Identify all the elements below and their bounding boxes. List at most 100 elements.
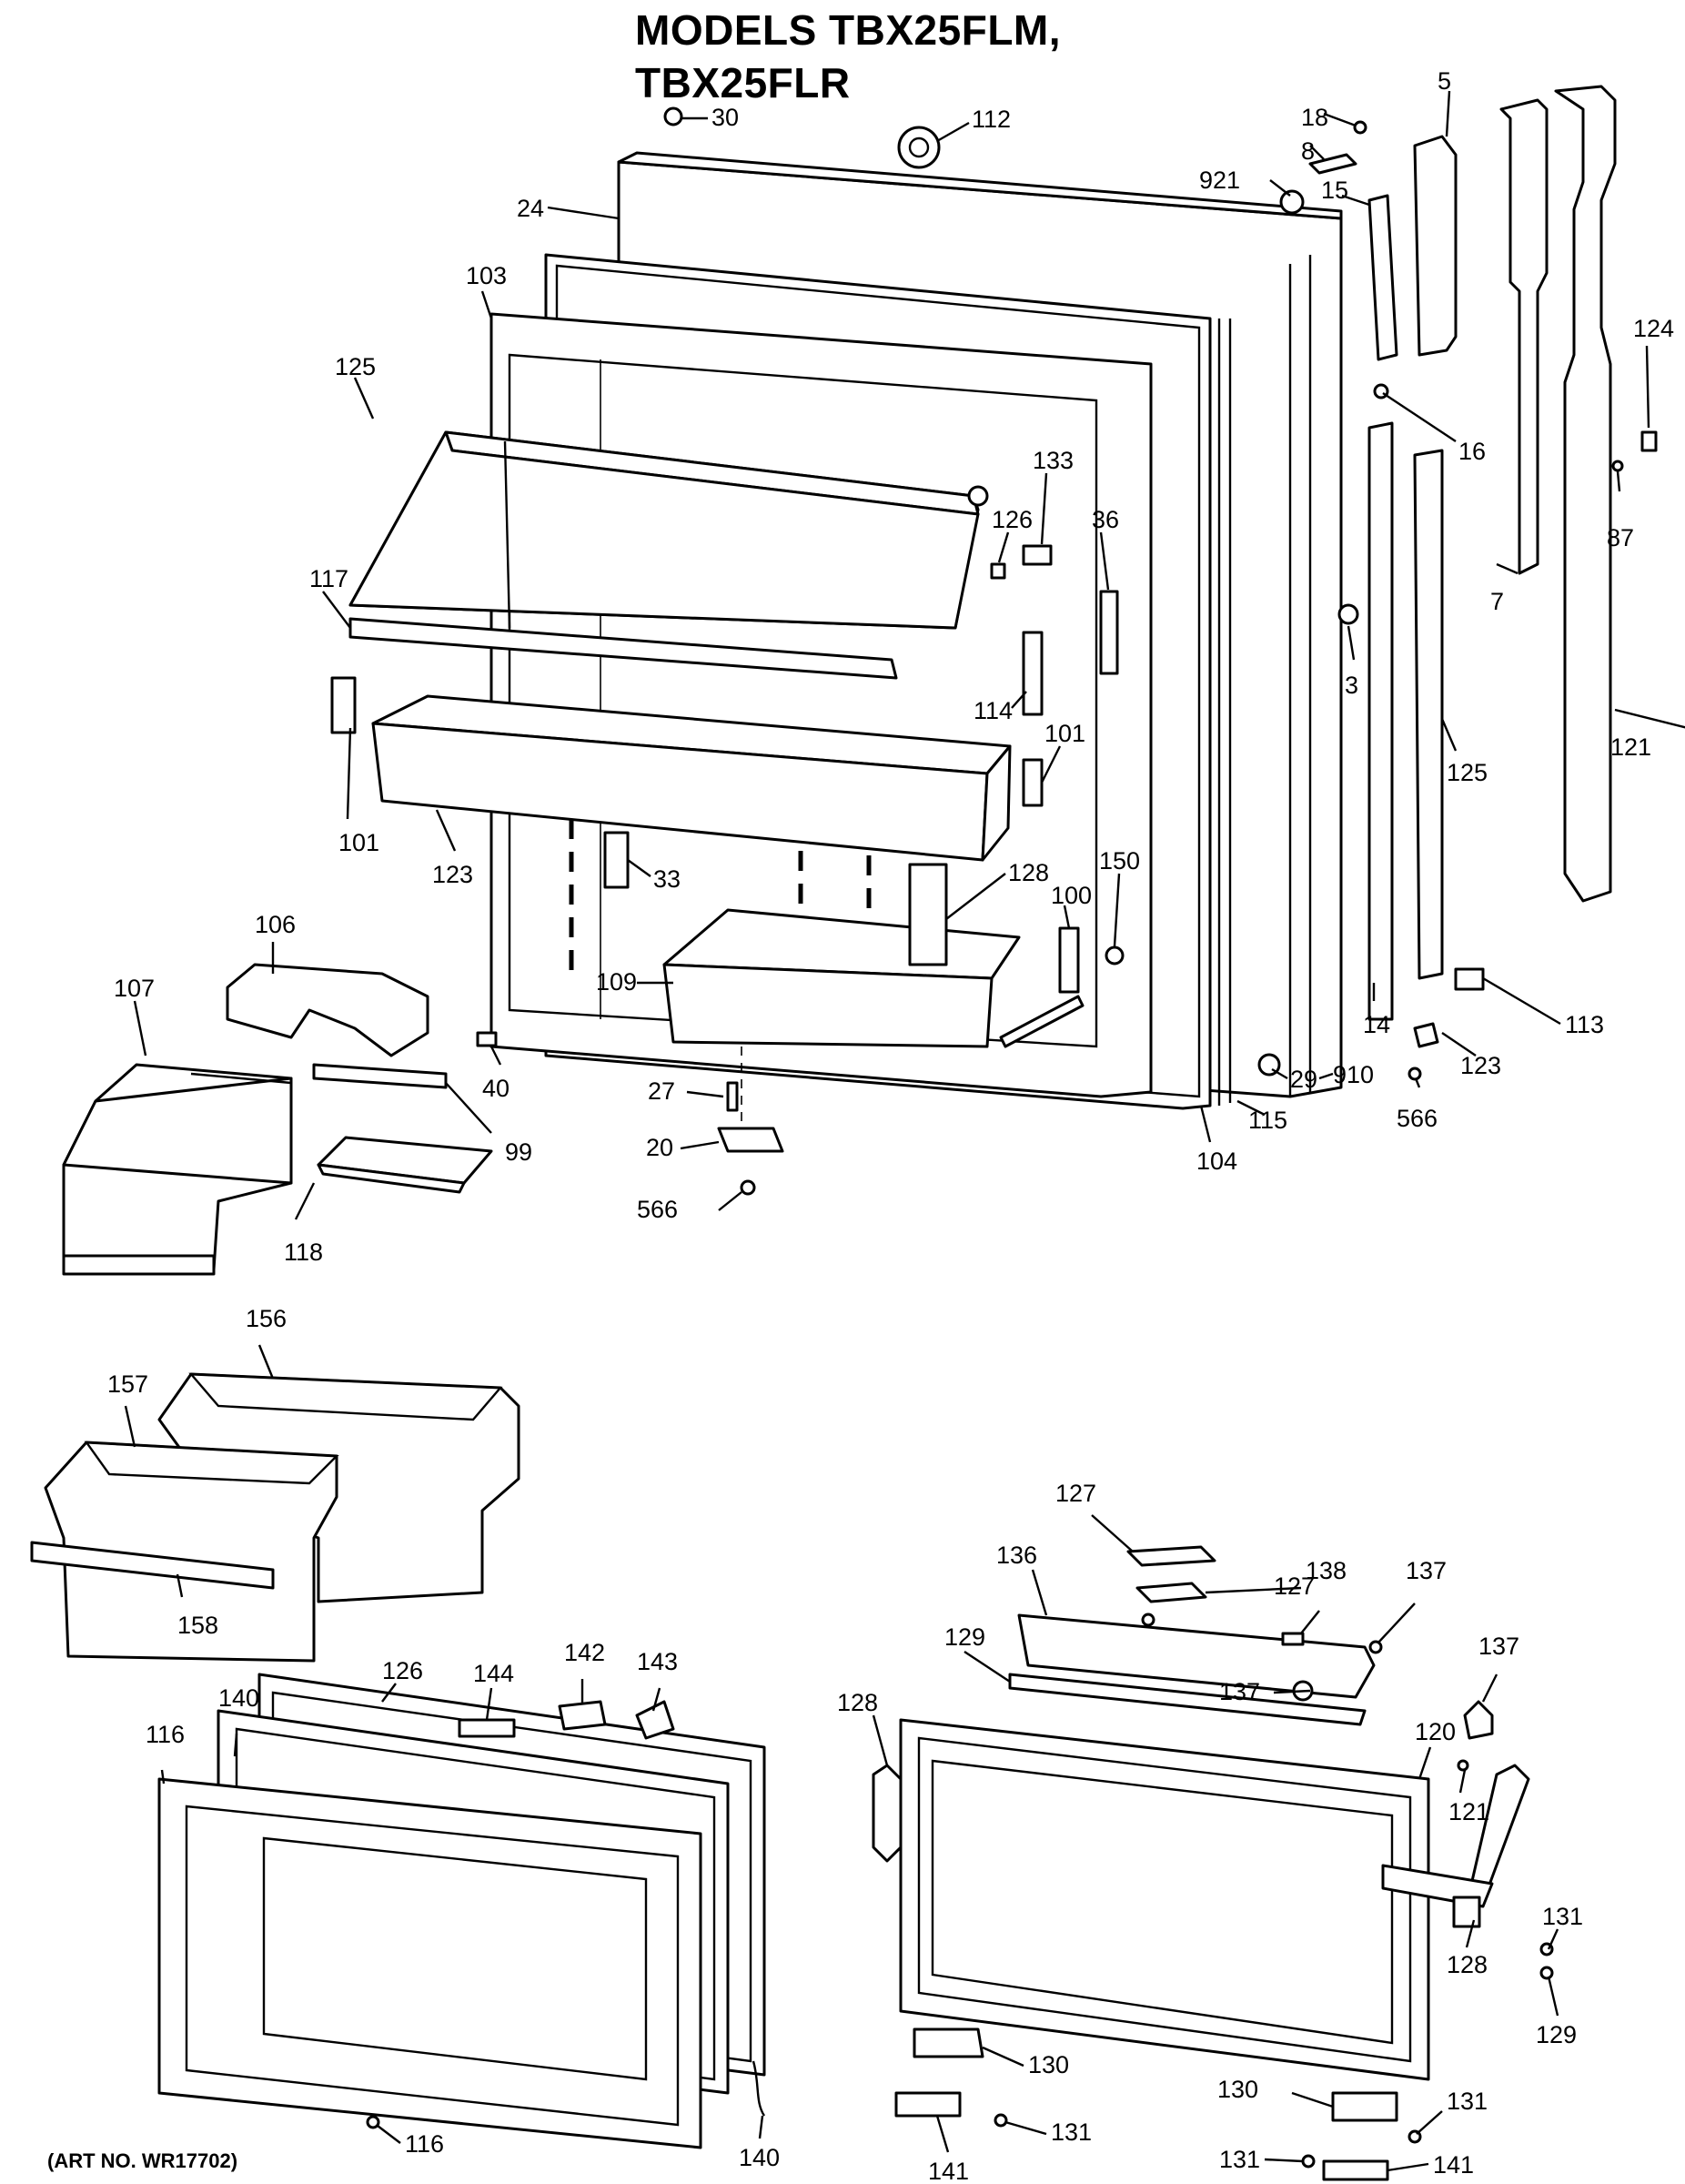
callout-label: 143 [637, 1648, 678, 1675]
callout-label: 116 [146, 1721, 185, 1748]
callout-labels: 30 112 18 5 8 921 15 24 103 125 16 124 8… [107, 67, 1674, 2184]
callout-label: 125 [1447, 759, 1488, 786]
callout-label: 14 [1363, 1011, 1390, 1038]
callout-label: 15 [1321, 177, 1348, 204]
callout-label: 121 [1610, 733, 1651, 761]
basket-handle-bar [30, 1541, 275, 1590]
drawer-clips [1126, 1545, 1494, 1740]
diagram-title: MODELS TBX25FLM, TBX25FLR [635, 4, 1061, 109]
door-shelf-bar [348, 617, 898, 680]
chute-cover [226, 963, 429, 1057]
callout-label: 910 [1333, 1061, 1374, 1088]
freezer-door-outer [899, 1718, 1430, 2081]
callout-label: 131 [1219, 2146, 1260, 2173]
callout-label: 131 [1447, 2088, 1488, 2115]
leader-lines [124, 90, 1685, 2172]
callout-label: 3 [1345, 672, 1358, 699]
door-bin-upper [371, 694, 1012, 862]
callout-label: 129 [1536, 2021, 1577, 2048]
handle-brackets [1499, 85, 1617, 903]
callout-label: 130 [1028, 2051, 1069, 2078]
callout-label: 8 [1301, 137, 1315, 165]
callout-label: 30 [711, 104, 739, 131]
chute-housing [62, 1063, 293, 1276]
drawer-slides [872, 1759, 1554, 1980]
callout-label: 123 [1460, 1052, 1501, 1079]
callout-label: 16 [1458, 438, 1486, 465]
callout-label: 116 [405, 2130, 444, 2158]
callout-label: 140 [218, 1684, 259, 1712]
callout-label: 99 [505, 1138, 532, 1166]
callout-label: 128 [1008, 859, 1049, 886]
callout-label: 131 [1542, 1903, 1583, 1930]
callout-label: 157 [107, 1370, 148, 1398]
callout-label: 127 [1055, 1480, 1096, 1507]
callout-label: 127 [1274, 1572, 1315, 1600]
freezer-door-frame [157, 1777, 702, 2149]
callout-label: 128 [1447, 1951, 1488, 1978]
callout-label: 118 [284, 1239, 323, 1266]
callout-label: 124 [1633, 315, 1674, 342]
callout-label: 129 [944, 1623, 985, 1651]
callout-label: 131 [1051, 2118, 1092, 2146]
callout-label: 24 [517, 195, 544, 222]
callout-label: 113 [1565, 1011, 1604, 1038]
callout-label: 921 [1199, 167, 1240, 194]
callout-label: 20 [646, 1134, 673, 1161]
chute-seal-strip [312, 1063, 448, 1089]
callout-label: 27 [648, 1077, 675, 1105]
art-number: (ART NO. WR17702) [47, 2149, 238, 2172]
callout-label: 109 [596, 968, 637, 996]
callout-label: 150 [1099, 847, 1140, 875]
title-line-1: MODELS TBX25FLM, [635, 6, 1062, 54]
callout-label: 103 [466, 262, 507, 289]
callout-label: 121 [1448, 1798, 1489, 1825]
callout-label: 140 [739, 2144, 780, 2171]
callout-label: 137 [1478, 1633, 1519, 1660]
callout-label: 158 [177, 1612, 218, 1639]
callout-label: 566 [1397, 1105, 1438, 1132]
callout-label: 107 [114, 975, 155, 1002]
callout-label: 142 [564, 1639, 605, 1666]
callout-label: 138 [1306, 1557, 1347, 1584]
callout-label: 7 [1490, 588, 1504, 615]
callout-label: 136 [996, 1542, 1037, 1569]
callout-label: 133 [1033, 447, 1074, 474]
callout-label: 101 [1044, 720, 1085, 747]
drawer-front-trim [1008, 1613, 1376, 1726]
callout-label: 120 [1415, 1718, 1456, 1745]
callout-label: 137 [1406, 1557, 1447, 1584]
callout-label: 156 [246, 1305, 287, 1332]
callout-label: 144 [473, 1660, 514, 1687]
callout-label: 141 [1433, 2151, 1474, 2179]
callout-label: 100 [1051, 882, 1092, 909]
callout-label: 123 [432, 861, 473, 888]
callout-label: 117 [309, 565, 348, 592]
callout-label: 104 [1196, 1148, 1237, 1175]
callout-label: 5 [1438, 67, 1451, 95]
callout-label: 128 [837, 1689, 878, 1716]
callout-label: 29 [1290, 1066, 1317, 1093]
freezer-basket-front [44, 1441, 339, 1663]
small-hardware-top [330, 106, 1658, 1196]
callout-label: 114 [974, 697, 1013, 724]
callout-label: 87 [1607, 524, 1634, 551]
door-handle-trim [1367, 135, 1458, 1021]
bin-support-dashes [569, 819, 872, 1133]
drip-tray [317, 1136, 493, 1194]
callout-label: 33 [653, 865, 681, 893]
callout-label: 126 [382, 1657, 423, 1684]
callout-label: 112 [972, 106, 1011, 133]
callout-label: 101 [338, 829, 379, 856]
callout-label: 566 [637, 1196, 678, 1223]
callout-label: 36 [1092, 506, 1119, 533]
callout-label: 130 [1217, 2076, 1258, 2103]
callout-label: 115 [1248, 1107, 1287, 1134]
callout-label: 126 [992, 506, 1033, 533]
callout-label: 137 [1219, 1678, 1260, 1705]
door-bin-lower [662, 908, 1021, 1048]
callout-label: 106 [255, 911, 296, 938]
callout-label: 141 [928, 2158, 969, 2184]
dairy-compartment-door [348, 430, 989, 630]
